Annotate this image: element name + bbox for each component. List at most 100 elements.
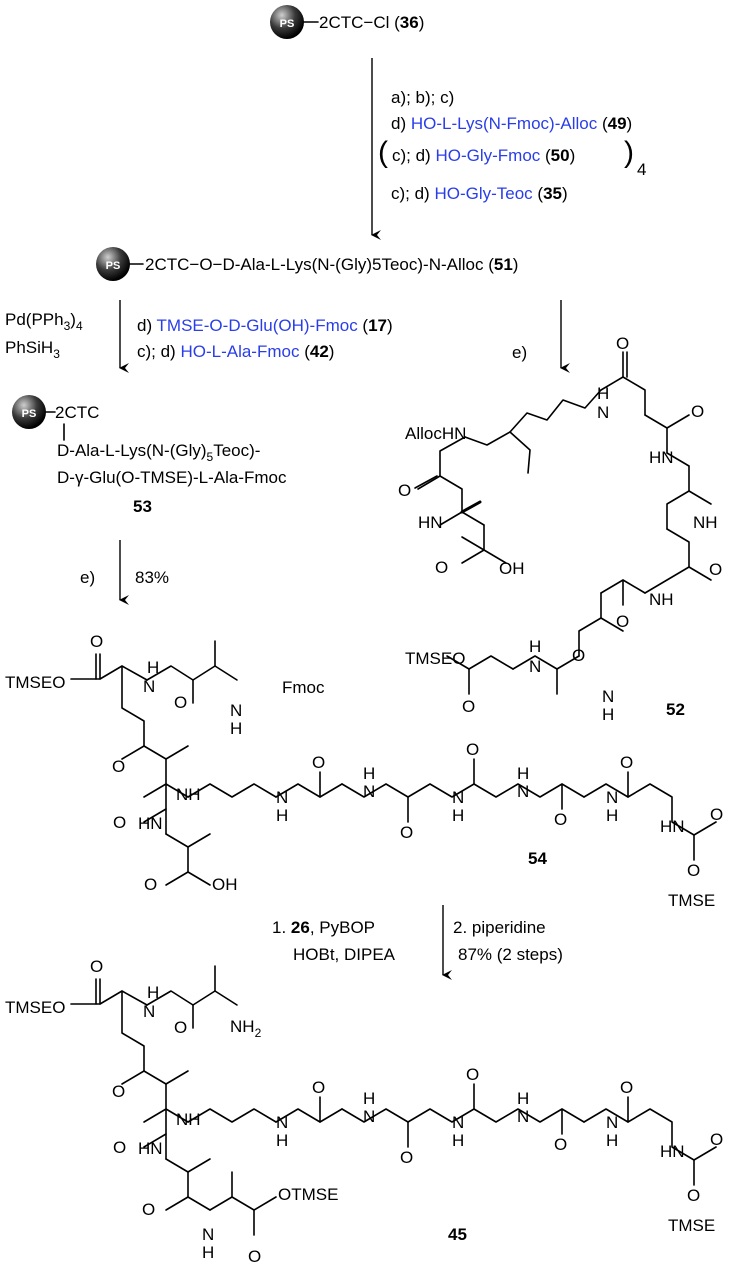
svg-text:O: O: [113, 813, 126, 832]
svg-text:N: N: [517, 782, 529, 801]
svg-text:H: H: [363, 764, 375, 783]
svg-text:N: N: [606, 1113, 618, 1132]
svg-text:H: H: [597, 384, 609, 403]
svg-text:N: N: [230, 701, 242, 720]
svg-text:O: O: [90, 632, 103, 651]
svg-text:TMSE: TMSE: [668, 891, 715, 910]
svg-text:PS: PS: [22, 408, 37, 420]
step1-line1: a); b); c): [391, 88, 454, 107]
compound53-linker: 2CTC: [55, 403, 99, 422]
final-line2: HOBt, DIPEA: [293, 945, 396, 964]
c45-otmse: OTMSE: [278, 1185, 338, 1204]
svg-text:N: N: [143, 677, 155, 696]
svg-text:HN: HN: [418, 513, 443, 532]
svg-text:H: H: [147, 983, 159, 1002]
svg-text:HN: HN: [138, 814, 163, 833]
reagent-pd: Pd(PPh3)4: [5, 310, 83, 333]
svg-text:O: O: [174, 693, 187, 712]
svg-text:O: O: [466, 740, 479, 759]
svg-text:N: N: [597, 403, 609, 422]
svg-text:N: N: [276, 788, 288, 807]
svg-text:H: H: [452, 1131, 464, 1150]
step1-line2: d) HO-L-Lys(N-Fmoc)-Alloc (49): [391, 114, 632, 133]
compound45-number: 45: [448, 1225, 467, 1244]
svg-text:O: O: [142, 1200, 155, 1219]
svg-text:O: O: [400, 1148, 413, 1167]
start-resin: PS 2CTC−Cl (36): [270, 5, 424, 39]
final-step-conditions: 1. 26, PyBOP HOBt, DIPEA 2. piperidine 8…: [272, 918, 563, 964]
svg-text:H: H: [606, 806, 618, 825]
close-paren: ): [624, 136, 634, 169]
svg-text:N: N: [202, 1225, 214, 1244]
step1-conditions: a); b); c) d) HO-L-Lys(N-Fmoc)-Alloc (49…: [378, 88, 646, 203]
svg-text:OH: OH: [499, 559, 525, 578]
left-d-line: d) TMSE-O-D-Glu(OH)-Fmoc (17): [137, 316, 393, 335]
svg-text:N: N: [363, 1107, 375, 1126]
svg-text:N: N: [452, 1113, 464, 1132]
resin-bead-icon: [96, 247, 130, 281]
compound53-line1: D-Ala-L-Lys(N-(Gly)5Teoc)-: [57, 441, 260, 464]
open-paren: (: [378, 136, 388, 169]
svg-text:O: O: [710, 805, 723, 824]
svg-text:O: O: [687, 1186, 700, 1205]
svg-text:O: O: [691, 402, 704, 421]
final-line1: 1. 26, PyBOP: [272, 918, 375, 937]
svg-text:H: H: [276, 1131, 288, 1150]
step-e-yield: 83%: [135, 568, 169, 587]
c52-allochn: AllocHN: [405, 424, 466, 443]
svg-text:TMSEO: TMSEO: [405, 649, 465, 668]
svg-text:O: O: [616, 612, 629, 631]
svg-text:O: O: [90, 957, 103, 976]
svg-text:NH: NH: [176, 1110, 201, 1129]
start-formula: 2CTC−Cl (36): [319, 13, 424, 32]
svg-text:NH: NH: [176, 785, 201, 804]
step-e-label: e): [80, 568, 95, 587]
svg-text:PS: PS: [106, 260, 121, 272]
svg-text:O: O: [554, 810, 567, 829]
c54-tmseo: TMSEO: [5, 673, 65, 692]
svg-text:O: O: [312, 753, 325, 772]
svg-text:H: H: [529, 637, 541, 656]
svg-text:H: H: [517, 1089, 529, 1108]
svg-text:H: H: [276, 806, 288, 825]
svg-text:H: H: [230, 719, 242, 738]
right-branch-label: e): [512, 343, 527, 362]
svg-text:H: H: [606, 1131, 618, 1150]
c45-tmseo: TMSEO: [5, 998, 65, 1017]
intermediate-51: PS 2CTC−O−D-Ala-L-Lys(N-(Gly)5Teoc)-N-Al…: [96, 247, 518, 281]
svg-text:HN: HN: [649, 448, 674, 467]
svg-text:O: O: [113, 1138, 126, 1157]
compound-45: TMSEO O H N O NH2 O NH O HN O N H O OTMS…: [5, 957, 723, 1266]
final-right2: 87% (2 steps): [458, 945, 563, 964]
svg-text:NH: NH: [649, 590, 674, 609]
c54-oh: OH: [212, 875, 238, 894]
svg-text:N: N: [143, 1002, 155, 1021]
svg-text:O: O: [616, 334, 629, 353]
svg-text:N: N: [452, 788, 464, 807]
svg-text:N: N: [529, 657, 541, 676]
svg-text:O: O: [248, 1247, 261, 1266]
svg-text:H: H: [517, 764, 529, 783]
svg-text:H: H: [602, 705, 614, 724]
bead-label: PS: [280, 18, 295, 30]
svg-text:N: N: [517, 1107, 529, 1126]
svg-text:O: O: [554, 1135, 567, 1154]
svg-text:O: O: [466, 1065, 479, 1084]
left-branch-conditions: Pd(PPh3)4 PhSiH3 d) TMSE-O-D-Glu(OH)-Fmo…: [5, 310, 393, 361]
resin-bead-icon: [12, 395, 46, 429]
svg-text:H: H: [202, 1243, 214, 1262]
svg-text:O: O: [435, 558, 448, 577]
compound-53: PS 2CTC D-Ala-L-Lys(N-(Gly)5Teoc)- D-γ-G…: [12, 395, 287, 516]
c52-o1: O: [398, 481, 411, 500]
svg-text:O: O: [400, 823, 413, 842]
svg-text:O: O: [112, 1082, 125, 1101]
left-cd-line: c); d) HO-L-Ala-Fmoc (42): [137, 342, 334, 361]
svg-text:H: H: [147, 658, 159, 677]
svg-text:O: O: [620, 753, 633, 772]
final-right1: 2. piperidine: [453, 918, 546, 937]
reagent-phsih3: PhSiH3: [5, 338, 60, 361]
svg-text:O: O: [687, 861, 700, 880]
svg-text:O: O: [174, 1018, 187, 1037]
c54-fmoc: Fmoc: [282, 678, 325, 697]
svg-text:N: N: [276, 1113, 288, 1132]
